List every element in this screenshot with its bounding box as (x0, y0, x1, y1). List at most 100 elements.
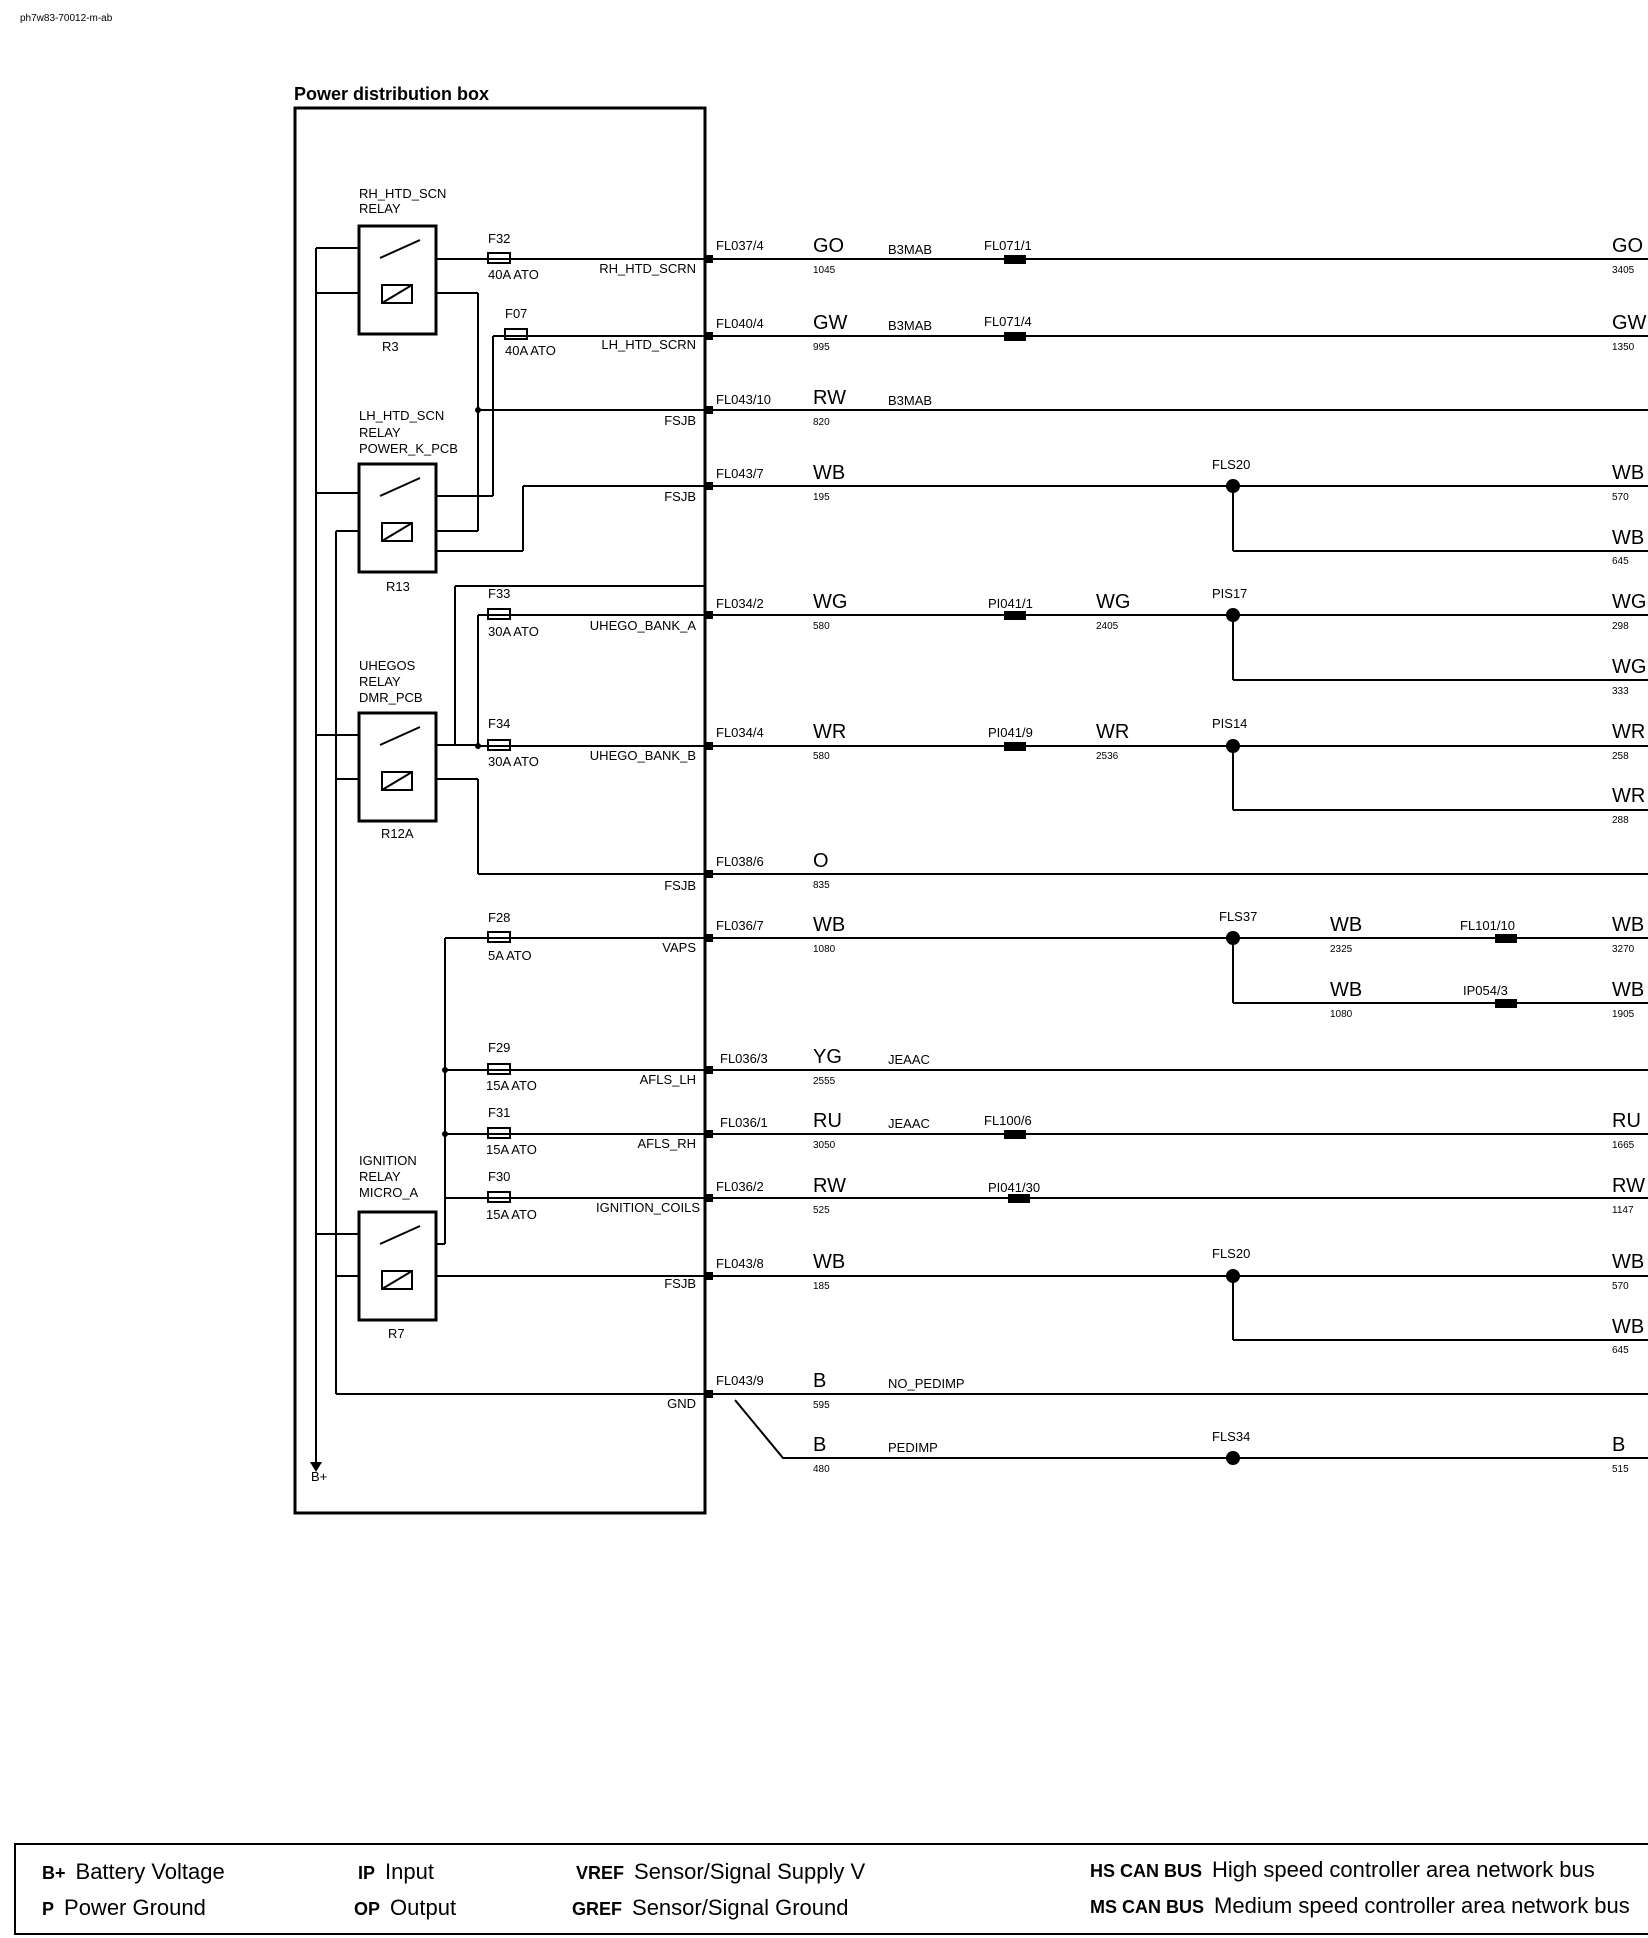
relay-label-line: IGNITION (359, 1153, 417, 1168)
legend-text: Battery Voltage (75, 1859, 225, 1884)
legend-text: Sensor/Signal Ground (632, 1895, 849, 1920)
pin-label: FL037/4 (716, 238, 764, 253)
wire-color: WB (813, 462, 845, 484)
fuse-f07: F07 40A ATO (493, 306, 705, 358)
relay-label-line: LH_HTD_SCN (359, 408, 444, 423)
wire-color: WB (813, 914, 845, 936)
wire-color: WB (1612, 914, 1644, 936)
relay-coil-mark (381, 771, 413, 791)
relay-coil (381, 522, 413, 542)
fuse-f31: F31 15A ATO (445, 1105, 705, 1157)
wire-color: B (813, 1434, 826, 1456)
fuse-f33: F33 30A ATO (477, 586, 705, 746)
wire-code: 2555 (813, 1076, 836, 1087)
relay-ref: R7 (388, 1326, 405, 1341)
harness-label: B3MAB (888, 242, 932, 257)
relay-label-line: RELAY (359, 1169, 401, 1184)
wire-code: 570 (1612, 492, 1629, 503)
circuit-label: RH_HTD_SCRN (599, 261, 696, 276)
relay-label-line: RELAY (359, 674, 401, 689)
pin-terminal (705, 611, 713, 619)
legend-text: Power Ground (64, 1895, 206, 1920)
harness-label: JEAAC (888, 1116, 930, 1131)
connector-label: FL101/10 (1460, 918, 1515, 933)
circuit-label: UHEGO_BANK_A (590, 618, 697, 633)
wire-color: RW (1612, 1175, 1645, 1197)
wire-row-10: FL036/1 RU 3050 JEAAC FL100/6 RU 1665 (705, 1110, 1648, 1151)
wire-code: 3050 (813, 1140, 836, 1151)
fuse-symbol (487, 931, 511, 943)
fuse-id: F28 (488, 910, 510, 925)
wire-code: 995 (813, 342, 830, 353)
wire-color: WR (813, 721, 846, 743)
pin-terminal (705, 255, 713, 263)
battery-arrow (310, 1462, 322, 1472)
wire-row-8: FL036/7 WB 1080 FLS37 WB 2325 FL101/10 W… (705, 909, 1648, 1020)
wire-row-1: FL037/4 GO 1045 B3MAB FL071/1 GO 3405 (705, 235, 1648, 276)
harness-label: JEAAC (888, 1052, 930, 1067)
fuse-rating: 40A ATO (505, 343, 556, 358)
pin-terminal (705, 742, 713, 750)
wire-color: WB (1330, 979, 1362, 1001)
relay-contact (379, 726, 421, 746)
legend-item: B+ Battery Voltage (42, 1859, 225, 1885)
wire-row-13: FL043/9 B 595 NO_PEDIMP (705, 1370, 1648, 1411)
wire-code: 1147 (1612, 1205, 1634, 1216)
wire-color: B (813, 1370, 826, 1392)
legend-abbr: B+ (42, 1863, 66, 1883)
pin-terminal (705, 1130, 713, 1138)
harness-label: B3MAB (888, 318, 932, 333)
relay-label-line: POWER_K_PCB (359, 441, 458, 456)
wire-code: 580 (813, 621, 830, 632)
relay-ref: R12A (381, 826, 414, 841)
pin-terminal (705, 482, 713, 490)
wire-color: WB (1612, 527, 1644, 549)
fuse-f30: F30 15A ATO (445, 1169, 705, 1222)
relay-label-line: RELAY (359, 425, 401, 440)
pin-terminal (705, 934, 713, 942)
wire-color: GW (1612, 312, 1647, 334)
fuse-rating: 15A ATO (486, 1142, 537, 1157)
pin-terminal (705, 1066, 713, 1074)
connector-symbol (1495, 999, 1517, 1008)
wire-row-4: FL043/7 WB 195 FLS20 WB 570 WB 645 (705, 457, 1648, 567)
pin-label: FL043/7 (716, 466, 764, 481)
connector-symbol (1008, 1194, 1030, 1203)
circuit-label: LH_HTD_SCRN (601, 337, 696, 352)
circuit-label: FSJB (664, 413, 696, 428)
connector-symbol (1004, 255, 1026, 264)
legend-abbr: P (42, 1899, 55, 1919)
connector-symbol (1004, 332, 1026, 341)
wire (734, 1399, 1648, 1459)
harness-label: NO_PEDIMP (888, 1376, 965, 1391)
connector-label: IP054/3 (1463, 983, 1508, 998)
harness-label: PEDIMP (888, 1440, 938, 1455)
wire-color: WB (1612, 462, 1644, 484)
wire-row-12: FL043/8 WB 185 FLS20 WB 570 WB 645 (705, 1246, 1648, 1356)
wire-color: WB (1612, 1251, 1644, 1273)
wire-color: WB (1612, 979, 1644, 1001)
battery-label: B+ (311, 1469, 327, 1484)
document-id: ph7w83-70012-m-ab (20, 13, 113, 24)
wire-color: WG (813, 591, 847, 613)
relay-ref: R13 (386, 579, 410, 594)
connector-symbol (1004, 611, 1026, 620)
pin-label: FL036/7 (716, 918, 764, 933)
power-distribution-box (293, 106, 707, 1515)
fuse-rating: 15A ATO (486, 1078, 537, 1093)
splice-label: FLS37 (1219, 909, 1257, 924)
pin-terminal (705, 1194, 713, 1202)
wire-color: GO (813, 235, 844, 257)
splice-label: PIS17 (1212, 586, 1247, 601)
wire-code: 1080 (1330, 1009, 1353, 1020)
circuit-label: FSJB (664, 489, 696, 504)
pin-label: FL040/4 (716, 316, 764, 331)
wire-color: WB (813, 1251, 845, 1273)
connector-symbol (1004, 742, 1026, 751)
relay-label-line: MICRO_A (359, 1185, 419, 1200)
pin-label: FL043/9 (716, 1373, 764, 1388)
